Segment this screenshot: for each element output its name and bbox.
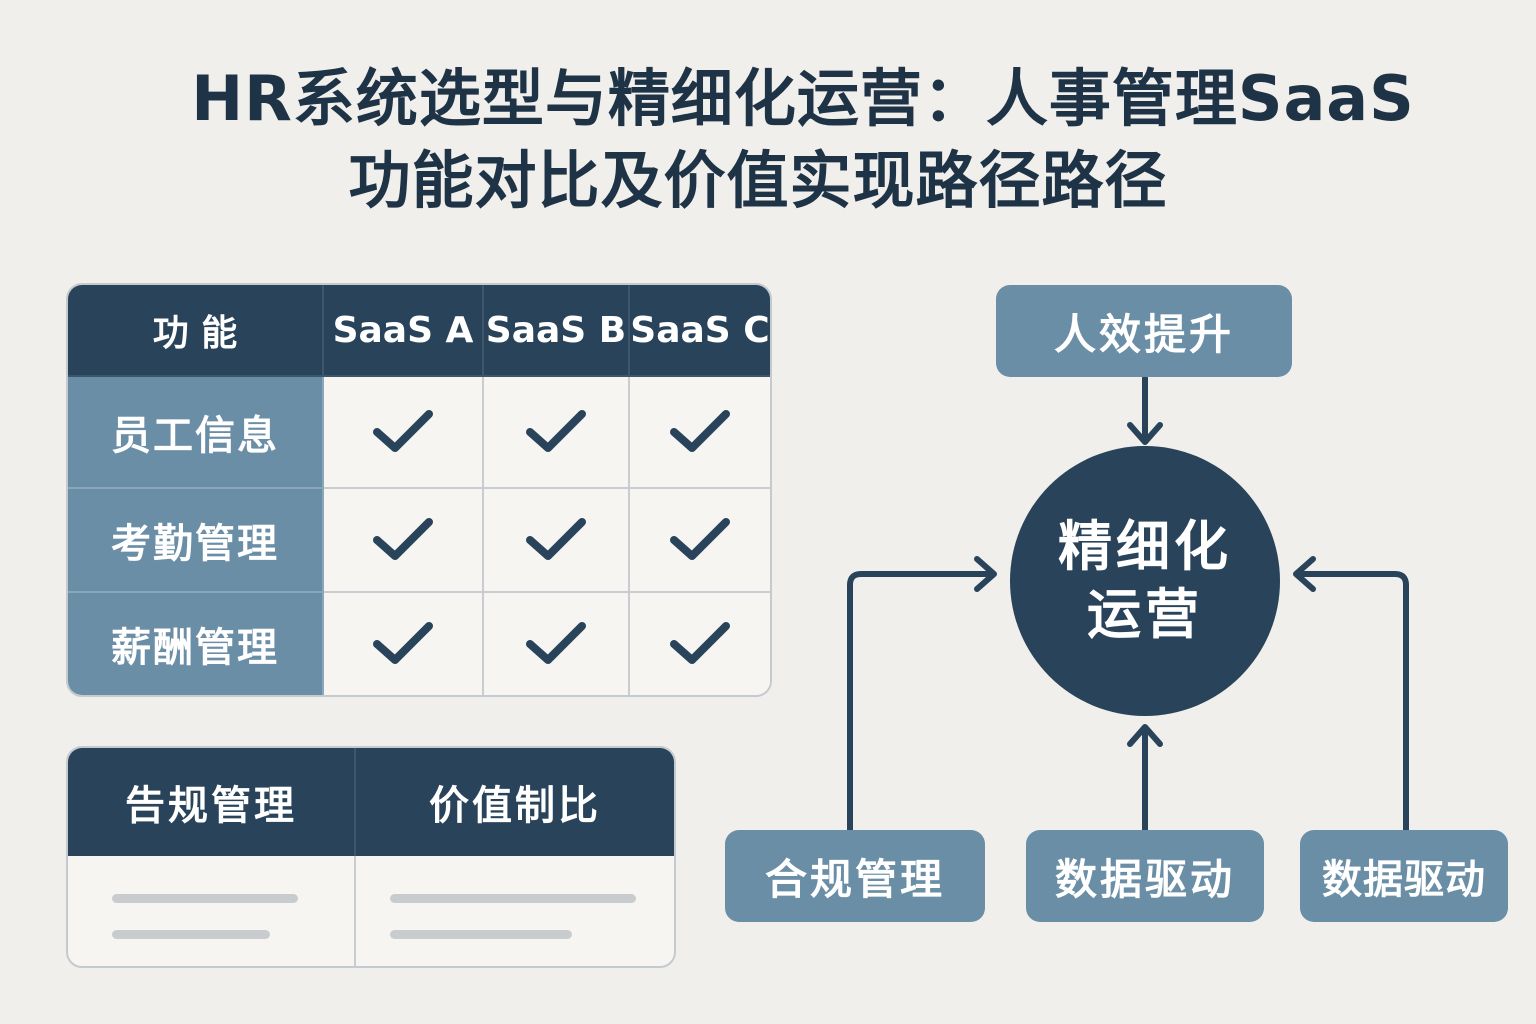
- header-saas-b: SaaS B: [484, 285, 630, 377]
- header-value: 价值制比: [356, 748, 674, 856]
- header-saas-a: SaaS A: [324, 285, 484, 377]
- feature-comparison-table: 功 能 SaaS A SaaS B SaaS C 员工信息 考勤管理 薪酬管理: [66, 283, 772, 697]
- page-title: HR系统选型与精细化运营：人事管理SaaS 功能对比及价值实现路径路径: [0, 58, 1536, 222]
- header-compliance: 告规管理: [68, 748, 356, 856]
- placeholder-line: [112, 930, 270, 939]
- check-cell: [324, 489, 484, 593]
- arrow-left-to-center: [847, 571, 995, 833]
- arrow-right-to-center: [1295, 571, 1409, 833]
- arrowhead-top: [1127, 422, 1163, 445]
- check-cell: [484, 593, 630, 695]
- checkmark-icon: [670, 518, 730, 560]
- title-line-1: HR系统选型与精细化运营：人事管理SaaS: [191, 62, 1415, 135]
- check-cell: [484, 489, 630, 593]
- node-refined-operations: 精细化 运营: [1010, 446, 1280, 716]
- arrowhead-left: [974, 556, 997, 592]
- checkmark-icon: [526, 622, 586, 664]
- check-cell: [324, 377, 484, 489]
- check-cell: [324, 593, 484, 695]
- header-saas-c: SaaS C: [630, 285, 770, 377]
- node-data-driven-right: 数据驱动: [1300, 830, 1508, 922]
- center-line-2: 运营: [1087, 583, 1203, 646]
- check-cell: [630, 489, 770, 593]
- arrowhead-middle: [1127, 724, 1163, 747]
- checkmark-icon: [670, 410, 730, 452]
- feature-employee-info: 员工信息: [68, 377, 324, 489]
- center-line-1: 精细化: [1058, 515, 1232, 578]
- placeholder-body-right: [356, 856, 674, 966]
- feature-attendance: 考勤管理: [68, 489, 324, 593]
- feature-payroll: 薪酬管理: [68, 593, 324, 695]
- placeholder-line: [112, 894, 298, 903]
- placeholder-line: [390, 930, 572, 939]
- placeholder-body-left: [68, 856, 356, 966]
- check-cell: [484, 377, 630, 489]
- title-line-2: 功能对比及价值实现路径路径: [348, 144, 1168, 217]
- placeholder-line: [390, 894, 636, 903]
- node-efficiency-boost: 人效提升: [996, 285, 1292, 377]
- check-cell: [630, 377, 770, 489]
- node-compliance: 合规管理: [725, 830, 985, 922]
- checkmark-icon: [373, 518, 433, 560]
- checkmark-icon: [526, 518, 586, 560]
- node-data-driven-middle: 数据驱动: [1026, 830, 1264, 922]
- compliance-value-table: 告规管理 价值制比: [66, 746, 676, 968]
- checkmark-icon: [670, 622, 730, 664]
- header-feature: 功 能: [68, 285, 324, 377]
- checkmark-icon: [526, 410, 586, 452]
- arrowhead-right: [1293, 556, 1316, 592]
- checkmark-icon: [373, 410, 433, 452]
- check-cell: [630, 593, 770, 695]
- checkmark-icon: [373, 622, 433, 664]
